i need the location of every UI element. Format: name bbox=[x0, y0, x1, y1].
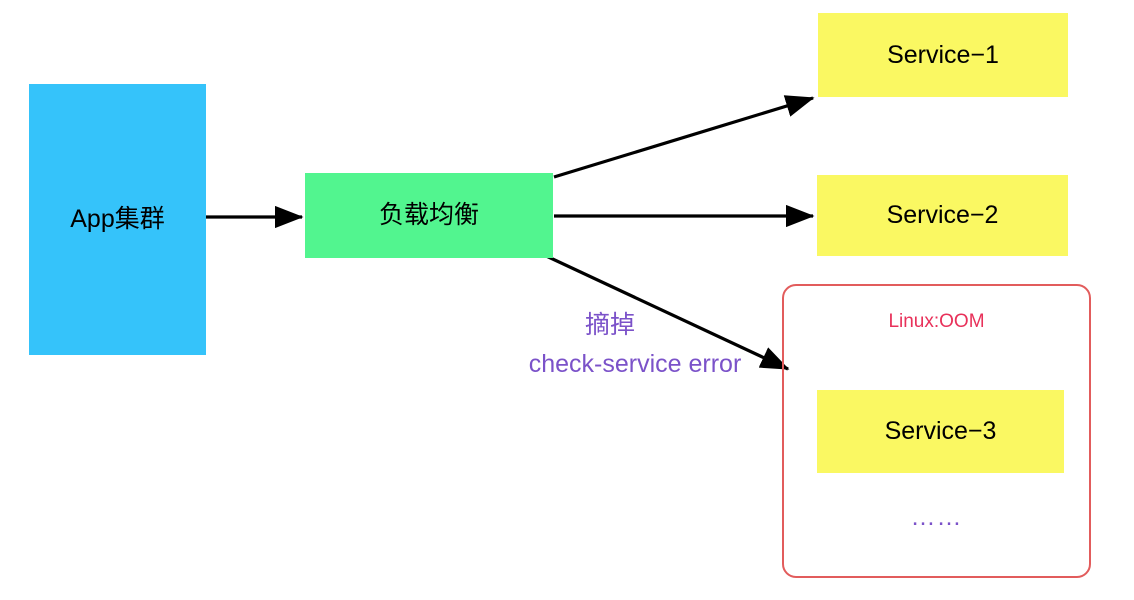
node-load-balancer[interactable]: 负载均衡 bbox=[305, 173, 553, 258]
node-service-3-label: Service−3 bbox=[884, 417, 997, 446]
node-app-cluster-label: App集群 bbox=[70, 205, 165, 234]
node-service-3[interactable]: Service−3 bbox=[817, 390, 1064, 473]
edge-label-line-2: check-service error bbox=[528, 350, 742, 378]
node-service-1[interactable]: Service−1 bbox=[818, 13, 1068, 97]
oom-status-label: Linux:OOM bbox=[888, 311, 985, 332]
edge-label-line-1: 摘掉 bbox=[584, 311, 635, 339]
node-service-1-label: Service−1 bbox=[887, 40, 999, 69]
oom-group-container bbox=[782, 284, 1091, 578]
oom-group-ellipsis: …… bbox=[910, 503, 963, 531]
node-service-2-label: Service−2 bbox=[886, 201, 999, 230]
node-app-cluster[interactable]: App集群 bbox=[29, 84, 206, 355]
node-service-2[interactable]: Service−2 bbox=[817, 175, 1068, 256]
node-load-balancer-label: 负载均衡 bbox=[378, 201, 479, 230]
edge-lb-to-service1 bbox=[553, 95, 815, 179]
